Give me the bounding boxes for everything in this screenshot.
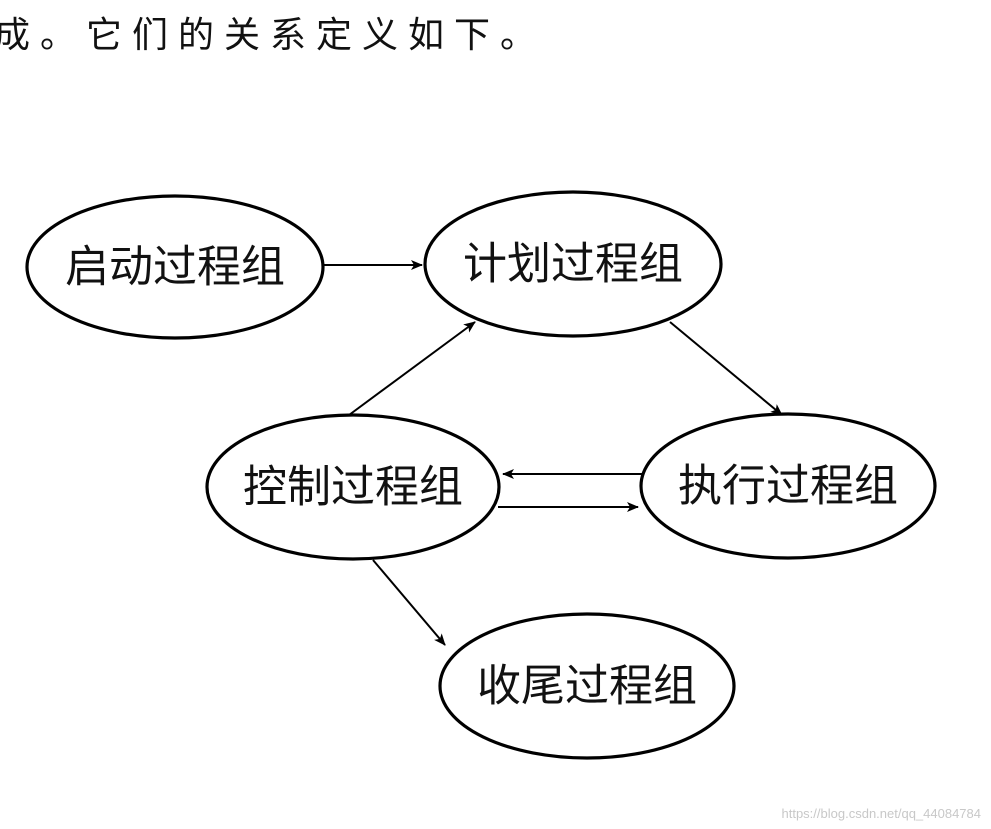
node-executing-ellipse <box>639 412 937 560</box>
edge-planning-to-executing <box>669 321 783 416</box>
node-executing-label: 执行过程组 <box>678 461 898 512</box>
node-controlling-ellipse <box>205 413 501 561</box>
node-closing-label: 收尾过程组 <box>477 661 697 712</box>
watermark-text: https://blog.csdn.net/qq_44084784 <box>781 806 982 821</box>
node-initiating-label: 启动过程组 <box>65 242 285 293</box>
node-executing: 执行过程组 <box>639 412 937 560</box>
node-closing: 收尾过程组 <box>438 612 736 760</box>
node-closing-ellipse <box>438 612 736 760</box>
node-planning-ellipse <box>423 190 723 338</box>
node-controlling-label: 控制过程组 <box>243 462 463 513</box>
node-initiating-ellipse <box>25 194 325 340</box>
node-planning: 计划过程组 <box>423 190 723 338</box>
node-planning-label: 计划过程组 <box>463 239 683 290</box>
node-controlling: 控制过程组 <box>205 413 501 561</box>
intro-text: 成。它们的关系定义如下。 <box>0 15 547 56</box>
edge-controlling-to-planning <box>344 321 476 419</box>
edge-controlling-to-closing <box>372 559 446 646</box>
edges <box>323 260 783 646</box>
node-initiating: 启动过程组 <box>25 194 325 340</box>
